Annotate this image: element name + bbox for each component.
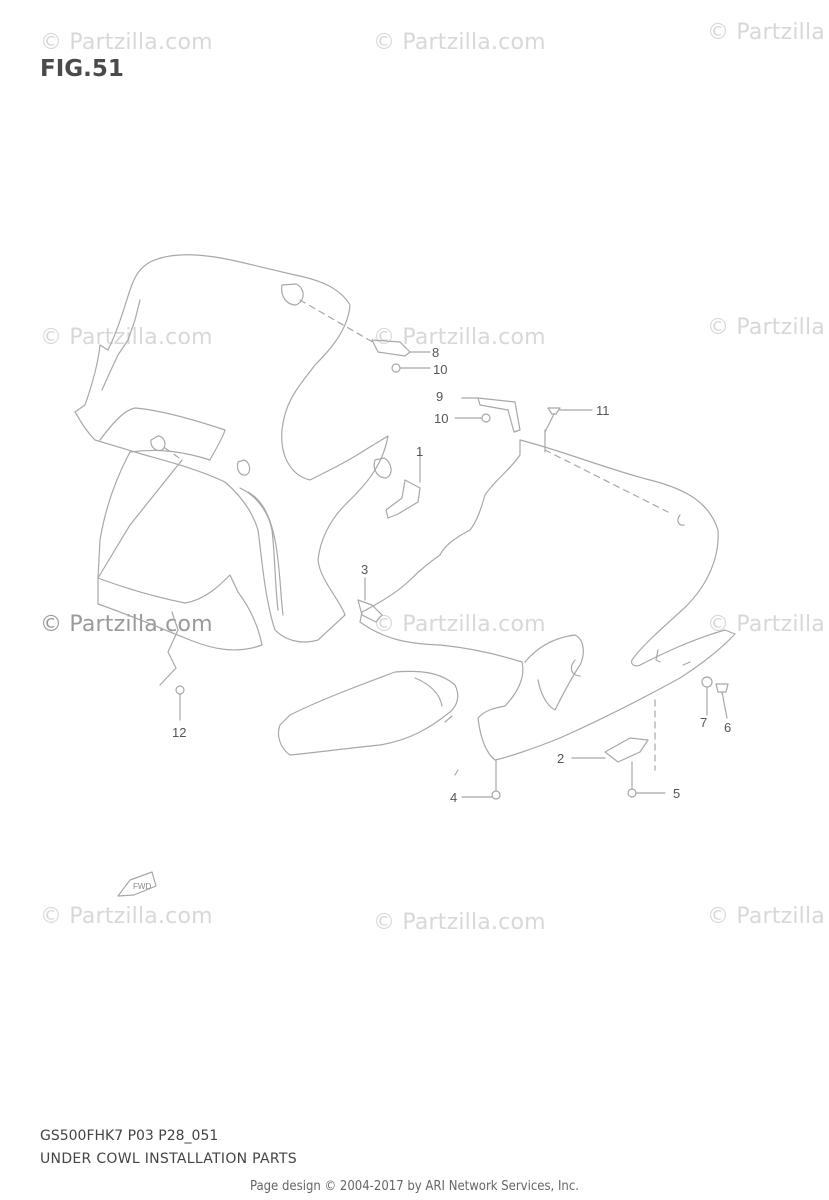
callout-7: 7 [700, 715, 707, 730]
screw-4 [454, 759, 501, 800]
copyright-credit: Page design © 2004-2017 by ARI Network S… [250, 1179, 579, 1194]
callout-5: 5 [673, 786, 680, 801]
watermark: © Partzilla.com [40, 325, 213, 350]
bracket-8 [371, 339, 431, 357]
left-under-cowl [74, 254, 392, 651]
lower-strip [277, 670, 459, 756]
assembly-lines-solid [97, 429, 546, 686]
bracket-9 [461, 397, 521, 433]
diagram-title: UNDER COWL INSTALLATION PARTS [40, 1151, 297, 1167]
screw-12 [175, 685, 185, 721]
watermark: © Partzilla.com [373, 325, 546, 350]
callout-4: 4 [450, 790, 457, 805]
callout-1: 1 [416, 444, 423, 459]
watermark: © Partzilla.com [373, 612, 546, 637]
clip-3 [357, 577, 383, 623]
bolt-10-upper [391, 363, 431, 373]
callout-3: 3 [361, 562, 368, 577]
callout-9: 9 [436, 389, 443, 404]
watermark: © Partzilla.com [373, 30, 546, 55]
callout-12: 12 [172, 725, 186, 740]
screw-11 [544, 407, 593, 433]
watermark: © Partzilla.com [40, 612, 213, 637]
watermark: © Partzilla [707, 612, 825, 637]
watermark: © Partzilla.com [40, 30, 213, 55]
clip-2 [571, 737, 649, 763]
assembly-lines [164, 299, 669, 771]
callout-2: 2 [557, 751, 564, 766]
callout-10: 10 [434, 411, 448, 426]
watermark: © Partzilla [707, 904, 825, 929]
callout-8: 8 [432, 345, 439, 360]
callout-6: 6 [724, 720, 731, 735]
callout-11: 11 [596, 403, 610, 418]
watermark: © Partzilla [707, 20, 825, 45]
screw-6 [715, 683, 729, 719]
figure-title: FIG.51 [40, 56, 124, 82]
watermark: © Partzilla [707, 315, 825, 340]
diagram-code: GS500FHK7 P03 P28_051 [40, 1128, 219, 1144]
callout-10: 10 [433, 362, 447, 377]
fwd-arrow-icon: FWD [117, 871, 157, 897]
right-under-cowl [359, 439, 736, 761]
watermark: © Partzilla.com [373, 910, 546, 935]
grommet-7 [701, 676, 713, 716]
screw-5 [627, 761, 666, 798]
watermark: © Partzilla.com [40, 904, 213, 929]
svg-text:FWD: FWD [133, 882, 151, 891]
bracket-1 [385, 451, 421, 519]
bolt-10-lower [454, 413, 491, 423]
